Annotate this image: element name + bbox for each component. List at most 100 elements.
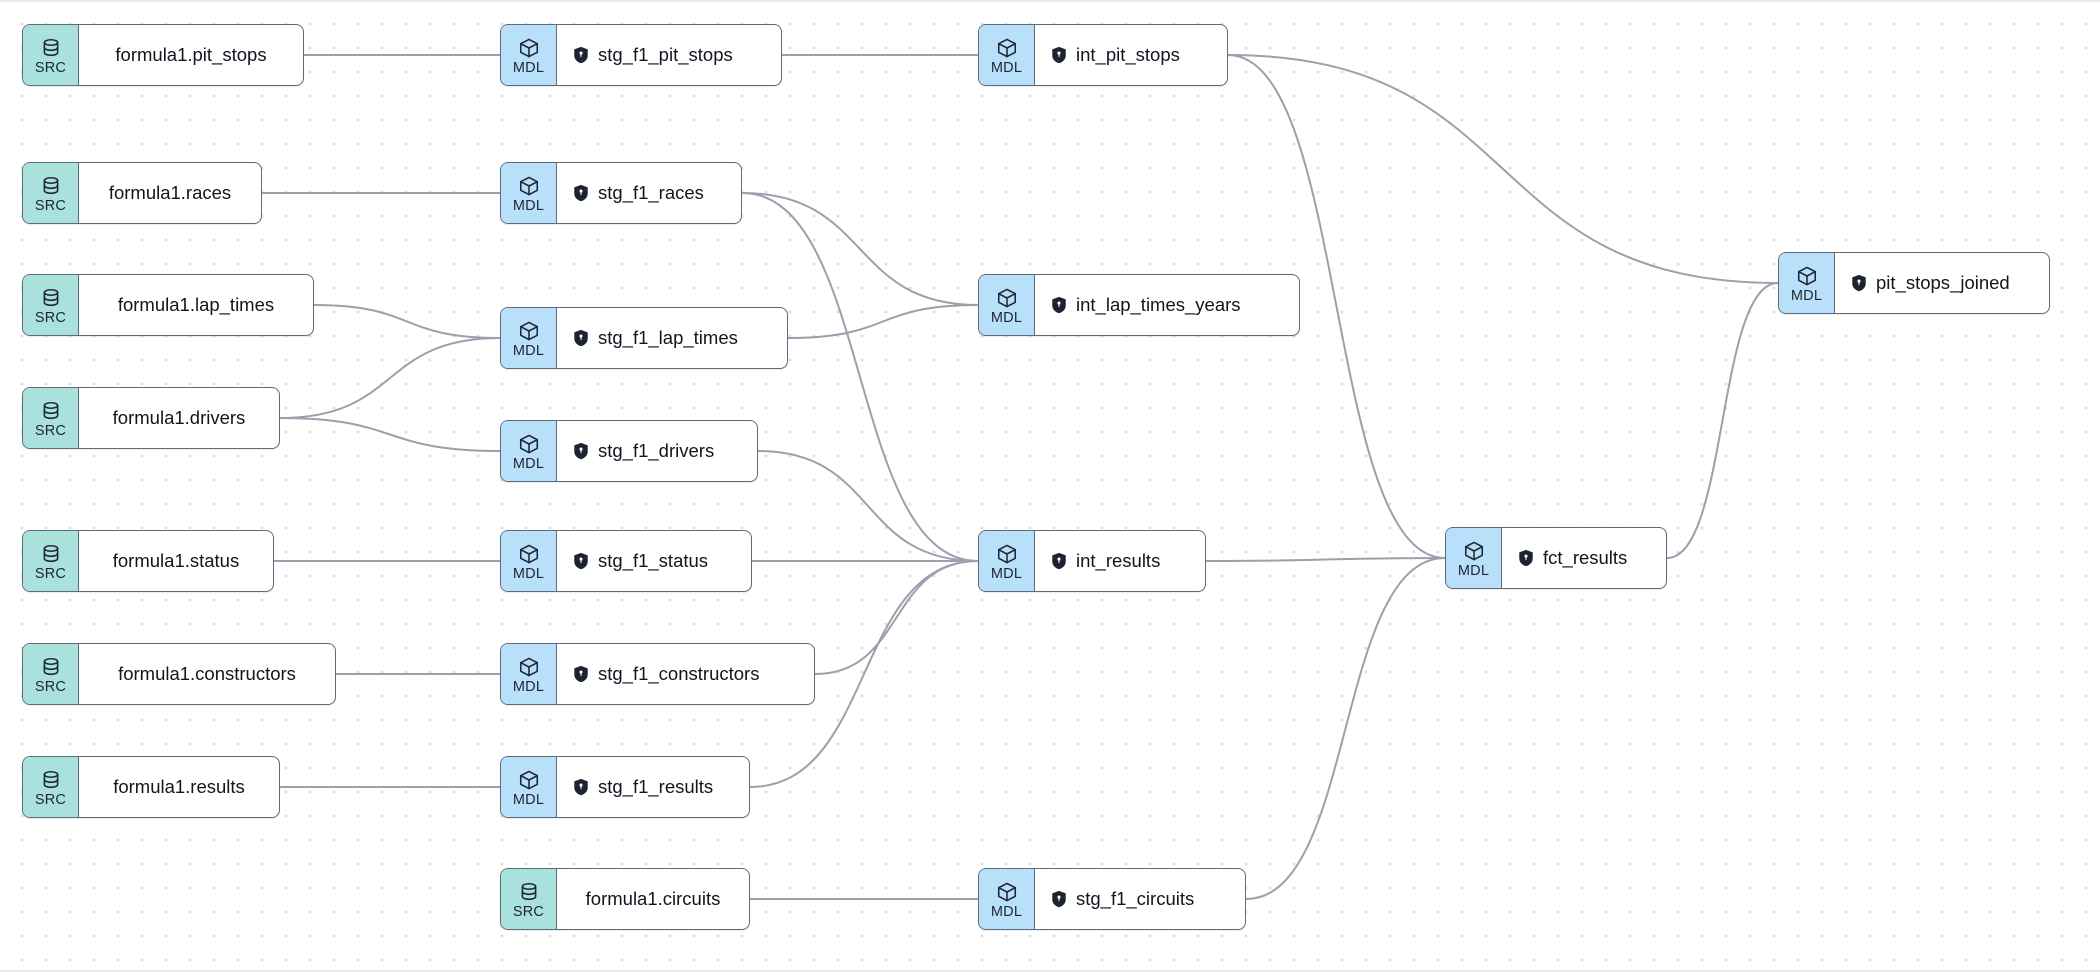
mdl-badge: MDL <box>501 308 557 368</box>
lineage-node-src_status[interactable]: SRC formula1.status <box>22 530 274 592</box>
lineage-node-pit_stops_joined[interactable]: MDL pit_stops_joined <box>1778 252 2050 314</box>
node-body: formula1.circuits <box>557 869 749 929</box>
mdl-badge: MDL <box>501 163 557 223</box>
edge-int_pit_stops-to-pit_stops_joined <box>1227 54 1779 284</box>
node-label: formula1.constructors <box>118 663 296 684</box>
lineage-node-fct_results[interactable]: MDL fct_results <box>1445 527 1667 589</box>
cube-icon <box>1796 265 1818 287</box>
edge-src_drivers-to-stg_drivers <box>279 417 501 452</box>
shield-lock-icon <box>573 665 589 683</box>
badge-label: MDL <box>512 59 545 76</box>
lineage-node-stg_status[interactable]: MDL stg_f1_status <box>500 530 752 592</box>
badge-label: SRC <box>34 678 67 695</box>
shield-lock-icon <box>573 778 589 796</box>
shield-lock-icon <box>573 184 589 202</box>
node-body: formula1.races <box>79 163 261 223</box>
node-body: fct_results <box>1502 528 1666 588</box>
node-label: formula1.status <box>112 550 240 571</box>
badge-label: MDL <box>512 565 545 582</box>
lineage-node-stg_circuits[interactable]: MDL stg_f1_circuits <box>978 868 1246 930</box>
node-body: stg_f1_pit_stops <box>557 25 781 85</box>
edge-fct_results-to-pit_stops_joined <box>1666 282 1779 559</box>
lineage-node-stg_drivers[interactable]: MDL stg_f1_drivers <box>500 420 758 482</box>
shield-lock-icon <box>1051 890 1067 908</box>
database-icon <box>40 769 62 791</box>
node-body: stg_f1_lap_times <box>557 308 787 368</box>
database-icon <box>40 37 62 59</box>
cube-icon <box>518 656 540 678</box>
mdl-badge: MDL <box>1779 253 1835 313</box>
lineage-node-src_races[interactable]: SRC formula1.races <box>22 162 262 224</box>
badge-label: SRC <box>34 565 67 582</box>
lineage-node-src_lap_times[interactable]: SRC formula1.lap_times <box>22 274 314 336</box>
shield-lock-icon <box>1851 274 1867 292</box>
node-body: stg_f1_races <box>557 163 741 223</box>
mdl-badge: MDL <box>979 869 1035 929</box>
badge-label: SRC <box>34 309 67 326</box>
lineage-node-src_drivers[interactable]: SRC formula1.drivers <box>22 387 280 449</box>
badge-label: SRC <box>34 197 67 214</box>
node-body: stg_f1_status <box>557 531 751 591</box>
lineage-node-stg_pit_stops[interactable]: MDL stg_f1_pit_stops <box>500 24 782 86</box>
shield-lock-icon <box>1051 296 1067 314</box>
badge-label: SRC <box>34 422 67 439</box>
edge-src_lap_times-to-stg_lap_times <box>313 304 501 339</box>
node-label: stg_f1_drivers <box>598 440 715 461</box>
mdl-badge: MDL <box>979 531 1035 591</box>
database-icon <box>40 287 62 309</box>
cube-icon <box>518 769 540 791</box>
node-body: pit_stops_joined <box>1835 253 2049 313</box>
badge-label: MDL <box>512 678 545 695</box>
database-icon <box>40 543 62 565</box>
node-label: int_lap_times_years <box>1076 294 1241 315</box>
src-badge: SRC <box>23 163 79 223</box>
badge-label: MDL <box>1457 562 1490 579</box>
node-label: formula1.circuits <box>585 888 721 909</box>
node-body: int_pit_stops <box>1035 25 1227 85</box>
mdl-badge: MDL <box>501 757 557 817</box>
lineage-node-stg_constructors[interactable]: MDL stg_f1_constructors <box>500 643 815 705</box>
node-label: stg_f1_pit_stops <box>598 44 733 65</box>
edge-stg_lap_times-to-int_lap_times_yrs <box>787 304 979 339</box>
database-icon <box>40 175 62 197</box>
shield-lock-icon <box>1518 549 1534 567</box>
node-body: stg_f1_constructors <box>557 644 814 704</box>
shield-lock-icon <box>573 552 589 570</box>
lineage-node-src_results[interactable]: SRC formula1.results <box>22 756 280 818</box>
node-body: formula1.pit_stops <box>79 25 303 85</box>
cube-icon <box>518 543 540 565</box>
shield-lock-icon <box>573 329 589 347</box>
node-body: formula1.constructors <box>79 644 335 704</box>
cube-icon <box>996 37 1018 59</box>
node-label: pit_stops_joined <box>1876 272 2010 293</box>
lineage-node-stg_lap_times[interactable]: MDL stg_f1_lap_times <box>500 307 788 369</box>
src-badge: SRC <box>23 757 79 817</box>
mdl-badge: MDL <box>501 421 557 481</box>
node-label: stg_f1_lap_times <box>598 327 738 348</box>
src-badge: SRC <box>23 531 79 591</box>
lineage-node-int_results[interactable]: MDL int_results <box>978 530 1206 592</box>
database-icon <box>40 656 62 678</box>
shield-lock-icon <box>1051 552 1067 570</box>
node-label: formula1.drivers <box>112 407 246 428</box>
lineage-node-src_constructors[interactable]: SRC formula1.constructors <box>22 643 336 705</box>
node-body: formula1.drivers <box>79 388 279 448</box>
edge-stg_races-to-int_lap_times_yrs <box>741 192 979 306</box>
badge-label: MDL <box>1790 287 1823 304</box>
node-label: fct_results <box>1543 547 1628 568</box>
node-label: formula1.results <box>113 776 245 797</box>
node-body: int_results <box>1035 531 1205 591</box>
edge-int_results-to-fct_results <box>1205 557 1446 562</box>
node-label: int_results <box>1076 550 1161 571</box>
mdl-badge: MDL <box>501 25 557 85</box>
node-label: stg_f1_circuits <box>1076 888 1195 909</box>
edge-stg_constructors-to-int_results <box>814 560 979 675</box>
node-body: formula1.lap_times <box>79 275 313 335</box>
